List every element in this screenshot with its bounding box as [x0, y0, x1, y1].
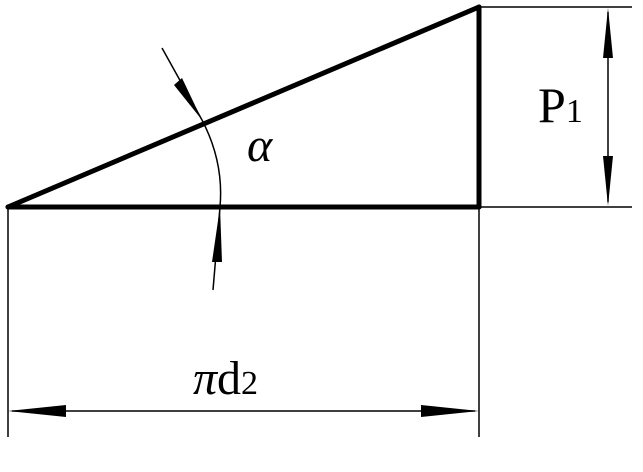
height-label-main: P — [538, 77, 566, 133]
angle-arrow-lower — [212, 207, 222, 262]
base-arrow-right — [421, 405, 479, 417]
base-arrow-left — [8, 405, 66, 417]
base-label-subscript: 2 — [241, 365, 259, 402]
base-label-pi: π — [193, 352, 218, 405]
triangle-hypotenuse — [5, 4, 482, 210]
height-label-subscript: 1 — [565, 93, 583, 130]
angle-arrow-upper — [174, 78, 202, 120]
height-label: P1 — [538, 80, 583, 130]
height-arrow-bottom — [603, 156, 613, 206]
angle-alpha-label: α — [247, 119, 273, 172]
base-label: πd2 — [193, 355, 258, 403]
angle-arc — [201, 119, 222, 208]
base-label-main: d — [217, 352, 242, 405]
height-arrow-top — [603, 8, 613, 58]
